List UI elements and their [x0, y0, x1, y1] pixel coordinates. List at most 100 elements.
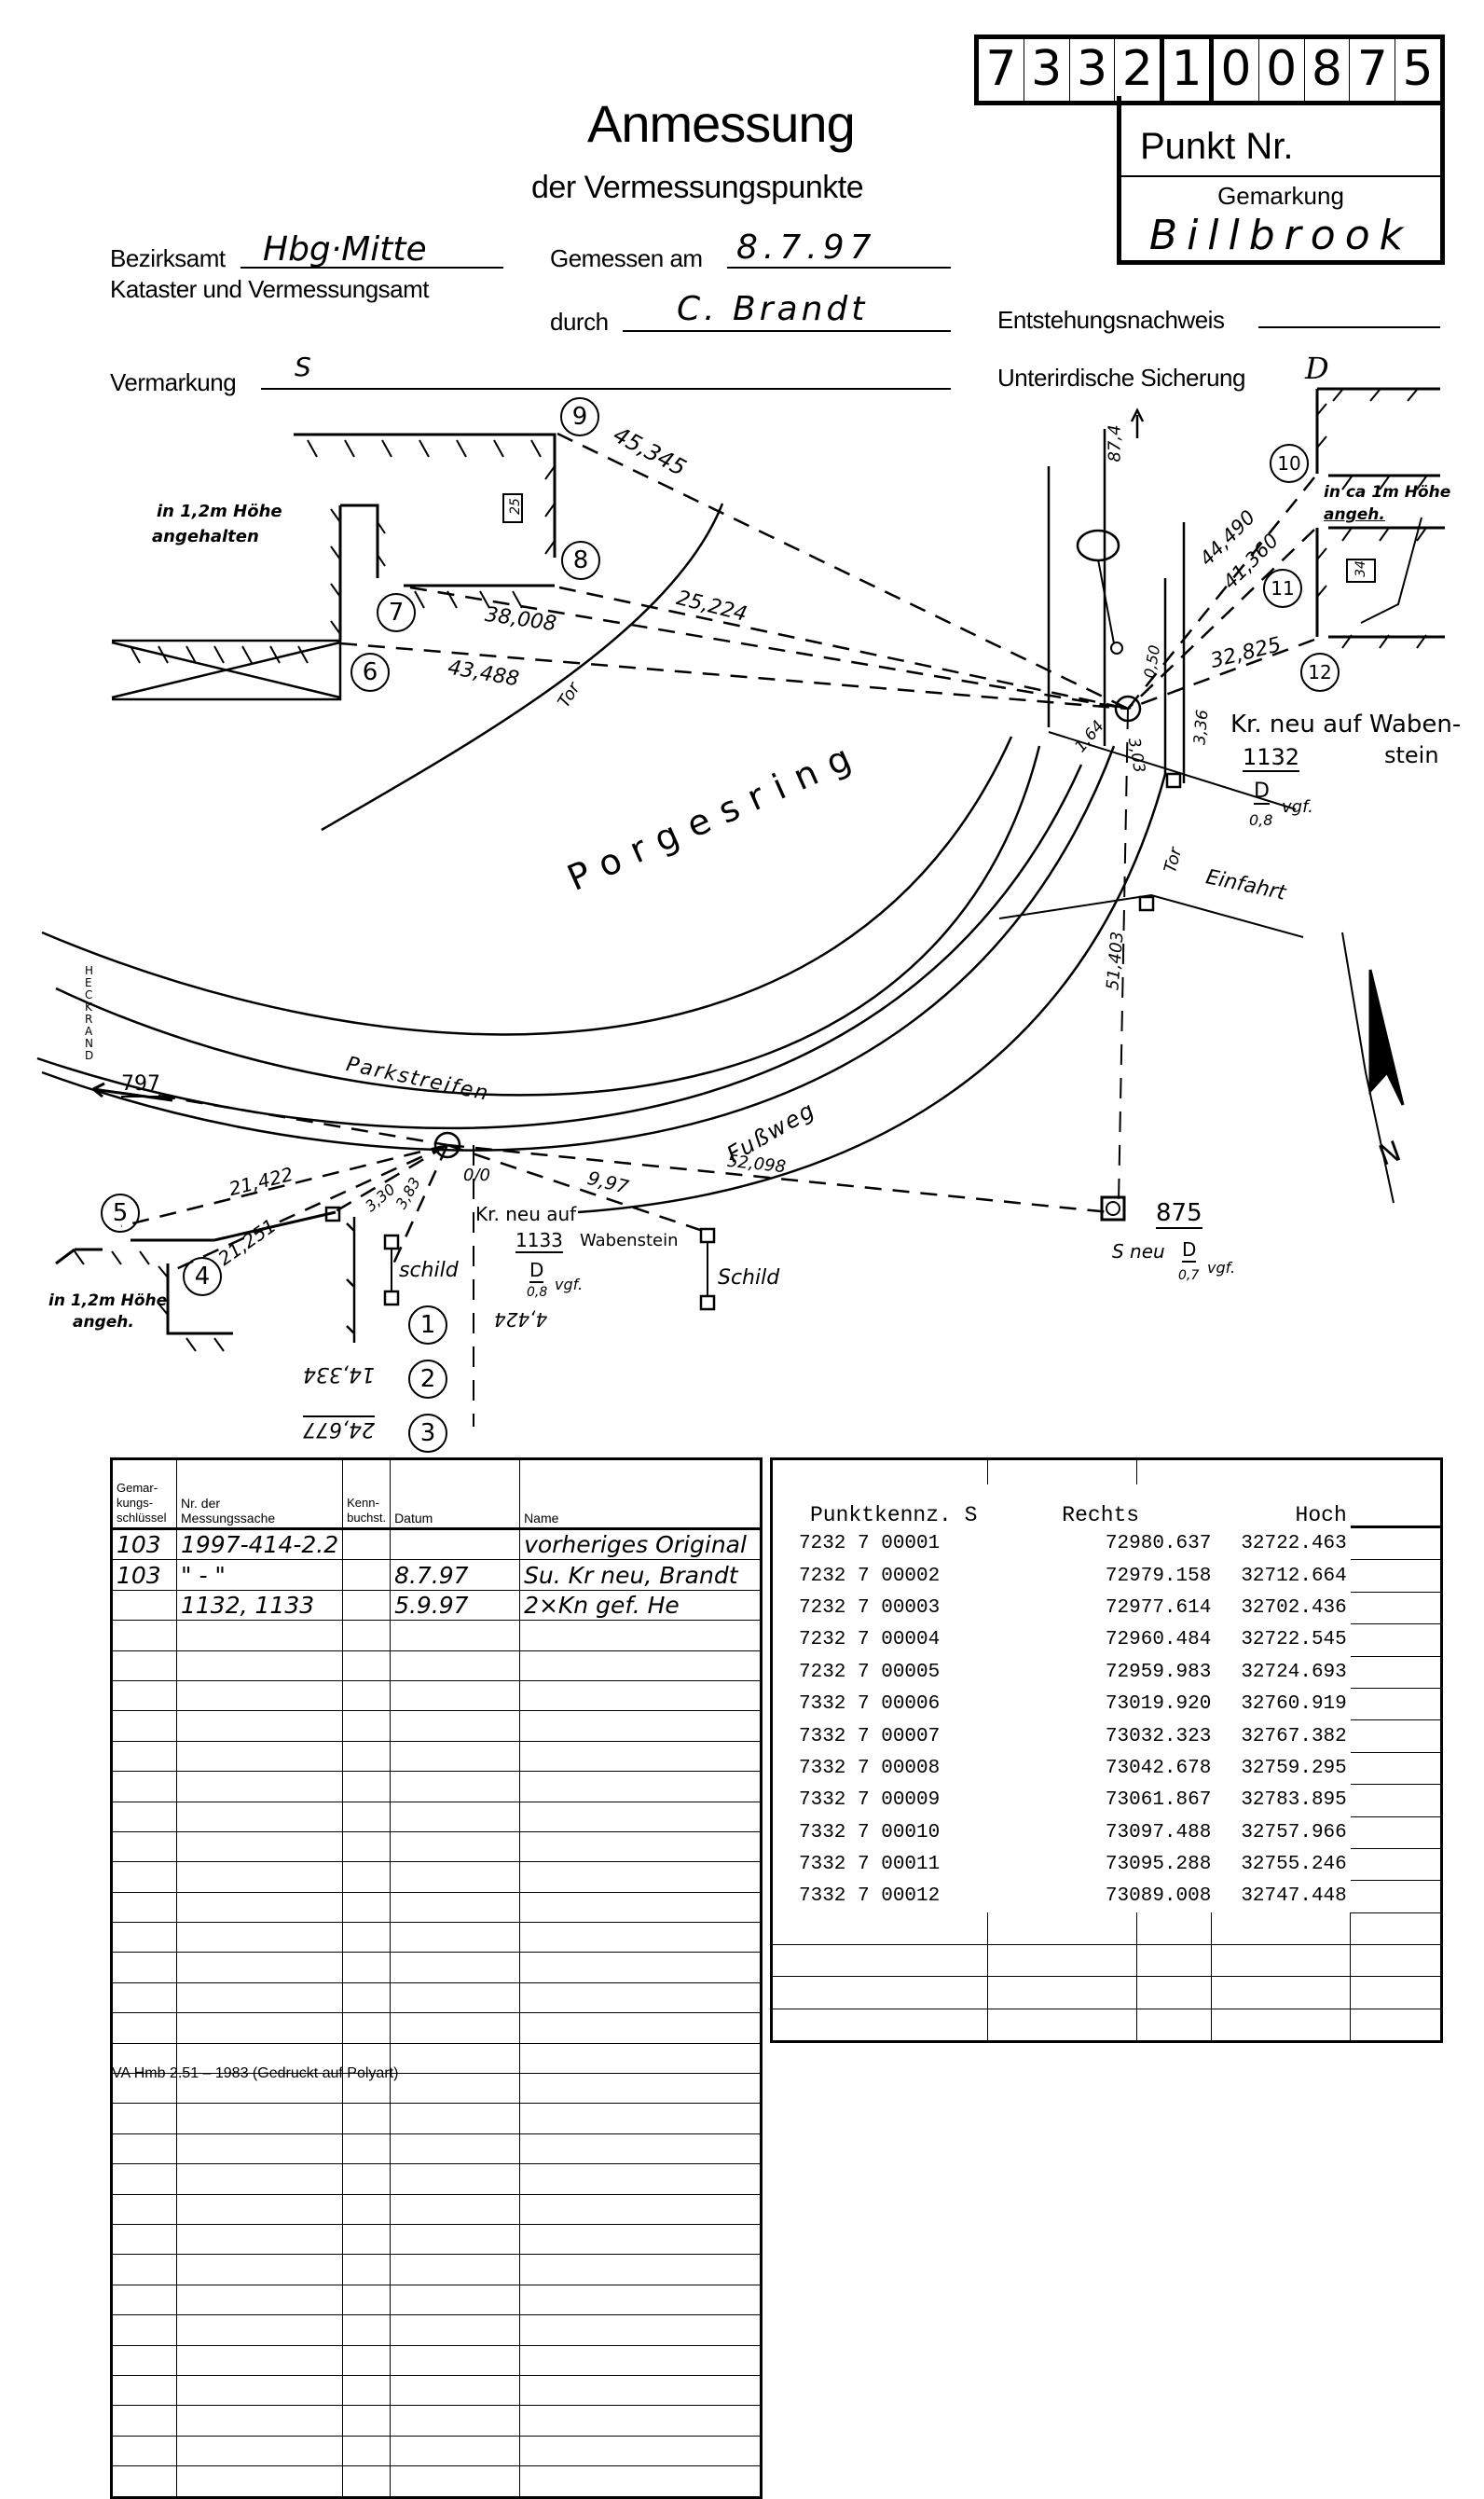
rechts-value[interactable]: 73061.867 — [1105, 1789, 1212, 1812]
table-cell[interactable] — [390, 2012, 521, 2044]
table-cell[interactable] — [519, 1952, 762, 1983]
table-cell[interactable] — [519, 2465, 762, 2498]
rechts-value[interactable]: 72977.614 — [1105, 1596, 1212, 1619]
table-cell[interactable] — [390, 2405, 521, 2437]
table-cell[interactable] — [519, 1982, 762, 2014]
table-cell[interactable] — [390, 2285, 521, 2316]
point-marker[interactable]: 11 — [1263, 569, 1302, 608]
table-cell[interactable] — [111, 1831, 177, 1863]
table-cell[interactable]: 5.9.97 — [390, 1590, 521, 1622]
table-cell[interactable] — [1211, 1976, 1352, 2009]
table-cell[interactable] — [342, 1982, 392, 2014]
table-cell[interactable] — [342, 1892, 392, 1924]
table-cell[interactable] — [176, 2043, 344, 2075]
table-cell[interactable] — [1350, 1976, 1442, 2009]
table-cell[interactable] — [176, 2405, 344, 2437]
table-cell[interactable] — [342, 2043, 392, 2075]
table-cell[interactable] — [176, 1861, 344, 1893]
hoch-value[interactable]: 32755.246 — [1241, 1854, 1347, 1876]
table-cell[interactable] — [111, 1922, 177, 1954]
table-cell[interactable] — [342, 1831, 392, 1863]
table-cell[interactable] — [176, 1680, 344, 1712]
table-cell[interactable] — [390, 2345, 521, 2376]
table-cell[interactable] — [342, 2194, 392, 2225]
table-cell[interactable] — [519, 1741, 762, 1773]
table-cell[interactable] — [390, 2314, 521, 2346]
rechts-value[interactable]: 73095.288 — [1105, 1854, 1212, 1876]
table-cell[interactable] — [519, 1892, 762, 1924]
table-cell[interactable] — [111, 1802, 177, 1832]
table-cell[interactable] — [176, 2436, 344, 2467]
table-cell[interactable] — [519, 2103, 762, 2134]
digit-box[interactable]: 5 — [1402, 41, 1434, 97]
table-cell[interactable] — [519, 1922, 762, 1954]
gemessen-field[interactable]: 8.7.97 — [727, 231, 951, 269]
table-cell[interactable] — [390, 1982, 521, 2014]
table-cell[interactable] — [176, 1802, 344, 1832]
table-cell[interactable] — [390, 1620, 521, 1651]
table-cell[interactable] — [176, 1650, 344, 1681]
table-cell[interactable] — [342, 1922, 392, 1954]
table-cell[interactable] — [519, 1771, 762, 1802]
table-cell[interactable] — [342, 2133, 392, 2165]
table-cell[interactable] — [111, 2345, 177, 2376]
table-cell[interactable] — [519, 1710, 762, 1742]
rechts-value[interactable]: 73042.678 — [1105, 1757, 1212, 1779]
table-cell[interactable] — [176, 1952, 344, 1983]
table-cell[interactable] — [111, 1861, 177, 1893]
table-cell[interactable] — [176, 2012, 344, 2044]
table-cell[interactable] — [176, 1982, 344, 2014]
table-cell[interactable] — [390, 2043, 521, 2075]
table-cell[interactable] — [390, 1771, 521, 1802]
table-cell[interactable] — [176, 2133, 344, 2165]
table-cell[interactable] — [342, 2285, 392, 2316]
table-cell[interactable] — [519, 1831, 762, 1863]
table-cell[interactable] — [342, 2405, 392, 2437]
table-cell[interactable] — [519, 2436, 762, 2467]
table-cell[interactable] — [342, 2224, 392, 2256]
table-cell[interactable] — [111, 2314, 177, 2346]
table-cell[interactable] — [342, 1952, 392, 1983]
table-cell[interactable] — [519, 1650, 762, 1681]
hoch-value[interactable]: 32757.966 — [1241, 1821, 1347, 1843]
table-cell[interactable] — [176, 2073, 344, 2105]
durch-field[interactable]: C. Brandt — [623, 293, 951, 332]
table-cell[interactable] — [390, 2436, 521, 2467]
digit-box[interactable]: 1 — [1164, 39, 1214, 101]
table-cell[interactable] — [176, 2103, 344, 2134]
table-cell[interactable] — [1136, 1912, 1212, 1946]
table-cell[interactable] — [390, 1831, 521, 1863]
digit-box[interactable]: 3 — [1024, 39, 1070, 101]
table-cell[interactable] — [390, 2103, 521, 2134]
table-cell[interactable]: 2×Kn gef. He — [519, 1590, 762, 1622]
table-cell[interactable] — [1350, 2009, 1442, 2043]
table-cell[interactable] — [176, 1741, 344, 1773]
table-cell[interactable] — [390, 1802, 521, 1832]
table-cell[interactable] — [111, 2043, 177, 2075]
table-cell[interactable] — [771, 1976, 988, 2009]
digit-box[interactable]: 3 — [1070, 39, 1116, 101]
table-cell[interactable] — [111, 1982, 177, 2014]
table-cell[interactable] — [342, 1590, 392, 1622]
digit-box[interactable]: 2 — [1115, 39, 1165, 101]
point-id[interactable]: 7232 7 00005 — [799, 1661, 941, 1683]
table-cell[interactable] — [111, 2103, 177, 2134]
table-cell[interactable] — [987, 2009, 1137, 2043]
table-cell[interactable] — [176, 2314, 344, 2346]
table-cell[interactable] — [390, 2224, 521, 2256]
table-cell[interactable] — [771, 2009, 988, 2043]
hoch-value[interactable]: 32722.545 — [1241, 1629, 1347, 1651]
point-marker[interactable]: 7 — [377, 593, 416, 632]
table-cell[interactable] — [1211, 1912, 1352, 1946]
point-id[interactable]: 7232 7 00004 — [799, 1629, 941, 1651]
table-cell[interactable] — [390, 1528, 521, 1561]
table-cell[interactable] — [390, 1861, 521, 1893]
table-cell[interactable] — [519, 2375, 762, 2407]
hoch-value[interactable]: 32724.693 — [1241, 1661, 1347, 1683]
hoch-value[interactable]: 32722.463 — [1241, 1532, 1347, 1554]
point-id[interactable]: 7332 7 00010 — [799, 1821, 941, 1843]
point-marker[interactable]: 1 — [408, 1305, 447, 1345]
table-cell[interactable] — [1350, 1944, 1442, 1978]
table-cell[interactable] — [176, 1771, 344, 1802]
point-marker[interactable]: 2 — [408, 1360, 447, 1399]
